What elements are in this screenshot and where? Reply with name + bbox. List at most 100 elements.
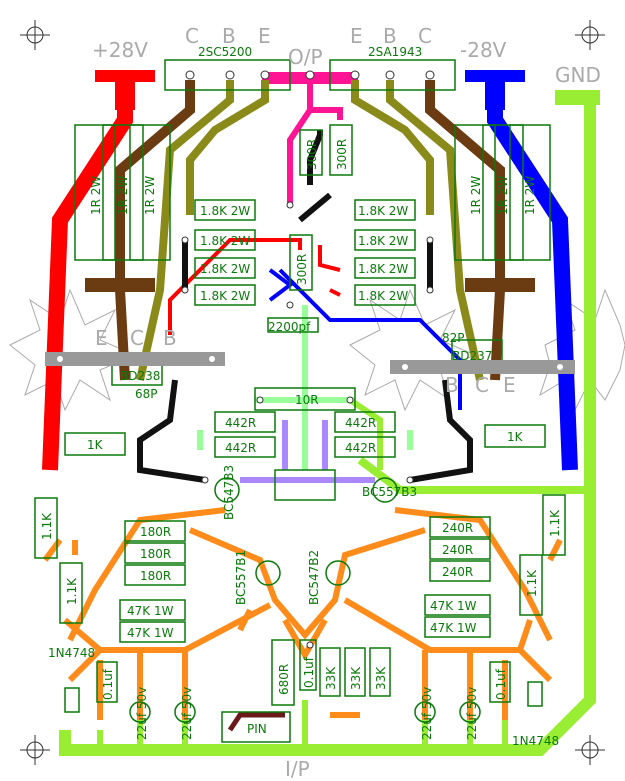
output-trace xyxy=(287,80,343,205)
pnp-pin-e: E xyxy=(350,24,363,48)
red-small-trace xyxy=(318,245,341,297)
r-1r-right-3: 1R 2W xyxy=(523,176,537,215)
registration-marks xyxy=(20,20,605,765)
r-47k-left-2: 47K 1W xyxy=(127,626,174,640)
driver-left-pin-e: E xyxy=(95,326,108,350)
npn-pin-c: C xyxy=(185,24,199,48)
c-01uf-mid: 0.1uf xyxy=(302,656,316,688)
input-label: I/P xyxy=(285,757,310,781)
pnp-pin-b: B xyxy=(383,24,397,48)
black-traces xyxy=(137,130,473,483)
c-82p-right: 82P xyxy=(442,331,465,345)
input-stage-trace xyxy=(240,420,375,483)
bias-branch-right xyxy=(348,397,383,470)
r-1k1-right-2: 1.1K xyxy=(525,569,539,597)
pnp-emitter-trace xyxy=(351,80,434,215)
r-1r-left-3: 1R 2W xyxy=(143,176,157,215)
r-47k-right-1: 47K 1W xyxy=(430,599,477,613)
r-1r-left-2: 1R 2W xyxy=(116,176,130,215)
negative-terminal-pad xyxy=(465,70,525,82)
r-180-1: 180R xyxy=(140,525,171,539)
positive-terminal-pad xyxy=(95,70,155,82)
npn-pin-e: E xyxy=(258,24,271,48)
ground-pad xyxy=(555,90,600,105)
driver-left-pin-b: B xyxy=(163,326,177,350)
negative-supply-label: -28V xyxy=(460,38,507,62)
driver-right-pin-b: B xyxy=(445,373,459,397)
npn-pin-b: B xyxy=(222,24,236,48)
r-240-3: 240R xyxy=(442,565,473,579)
r-1k1-left-2: 1.1K xyxy=(65,577,79,605)
pnp-power-label: 2SA1943 xyxy=(368,45,422,59)
r-1k8-right-3: 1.8K 2W xyxy=(358,262,408,276)
r-1k8-right-1: 1.8K 2W xyxy=(358,204,408,218)
r-180-3: 180R xyxy=(140,569,171,583)
ground-label: GND xyxy=(555,63,601,87)
driver-left-pin-c: C xyxy=(130,326,144,350)
r-33k-3: 33K xyxy=(374,666,388,690)
positive-terminal-stem xyxy=(115,80,135,110)
ground-branch-bottom xyxy=(97,700,508,750)
r-1k8-left-2: 1.8K 2W xyxy=(200,234,250,248)
driver-right-label: BD237 xyxy=(452,349,492,363)
c-01uf-left: 0.1uf xyxy=(101,668,115,700)
r-1r-right-1: 1R 2W xyxy=(469,176,483,215)
c-2200pf: 2200pf xyxy=(268,320,311,334)
negative-rail-branch xyxy=(278,268,462,410)
c-68p-left: 68P xyxy=(135,387,158,401)
bias-branch xyxy=(197,397,413,450)
r-10: 10R xyxy=(295,393,319,407)
q-left-label: BC547B3 xyxy=(222,465,236,520)
npn-collector-trace xyxy=(115,80,195,381)
c-22uf-1: 22uf 50v xyxy=(135,687,149,740)
r-300-center: 300R xyxy=(295,254,309,285)
r-33k-2: 33K xyxy=(349,666,363,690)
positive-rail-branch xyxy=(168,238,302,335)
c-22uf-4: 22uf 50v xyxy=(465,687,479,740)
r-1k-right: 1K xyxy=(507,430,524,444)
r-300-left: 300R xyxy=(305,139,319,170)
r-1k1-right-1: 1.1K xyxy=(548,509,562,537)
c-01uf-right: 0.1uf xyxy=(494,668,508,700)
r-47k-right-2: 47K 1W xyxy=(430,621,477,635)
npn-power-label: 2SC5200 xyxy=(198,45,252,59)
r-1k8-right-4: 1.8K 2W xyxy=(358,289,408,303)
r-240-2: 240R xyxy=(442,543,473,557)
c-22uf-3: 22uf 50v xyxy=(420,687,434,740)
diff-left-label: BC557B1 xyxy=(234,550,248,605)
ground-trace xyxy=(59,100,596,756)
zener-left-label: 1N4748 xyxy=(48,646,95,660)
q-right-label: BC557B3 xyxy=(362,485,417,499)
npn-brown-bar xyxy=(85,278,155,292)
pnp-base-trace xyxy=(386,80,484,381)
c-22uf-2: 22uf 50v xyxy=(180,687,194,740)
r-442-right-1: 442R xyxy=(345,416,376,430)
r-300-right: 300R xyxy=(335,139,349,170)
pnp-brown-bar xyxy=(465,278,535,292)
r-680: 680R xyxy=(277,664,291,695)
pnp-pin-c: C xyxy=(418,24,432,48)
r-442-right-2: 442R xyxy=(345,441,376,455)
r-1k1-left-1: 1.1K xyxy=(40,512,54,540)
r-442-left-2: 442R xyxy=(225,441,256,455)
heatsink-bar-left xyxy=(45,352,225,366)
negative-terminal-stem xyxy=(485,80,505,110)
r-1k8-left-1: 1.8K 2W xyxy=(200,204,250,218)
driver-right-pin-c: C xyxy=(475,373,489,397)
output-label: O/P xyxy=(288,45,323,69)
pin-label: PIN xyxy=(247,722,267,736)
input-pin-trace xyxy=(227,712,285,732)
npn-emitter-trace xyxy=(186,80,269,215)
diff-right-label: BC547B2 xyxy=(307,550,321,605)
r-1k8-left-3: 1.8K 2W xyxy=(200,262,250,276)
r-1r-left-1: 1R 2W xyxy=(89,176,103,215)
r-1k8-left-4: 1.8K 2W xyxy=(200,289,250,303)
zener-right-label: 1N4748 xyxy=(512,734,559,748)
r-1k-left: 1K xyxy=(87,438,104,452)
driver-left-label: BD238 xyxy=(120,369,160,383)
r-240-1: 240R xyxy=(442,521,473,535)
driver-right-pin-e: E xyxy=(503,373,516,397)
component-outlines xyxy=(34,59,566,743)
r-180-2: 180R xyxy=(140,547,171,561)
